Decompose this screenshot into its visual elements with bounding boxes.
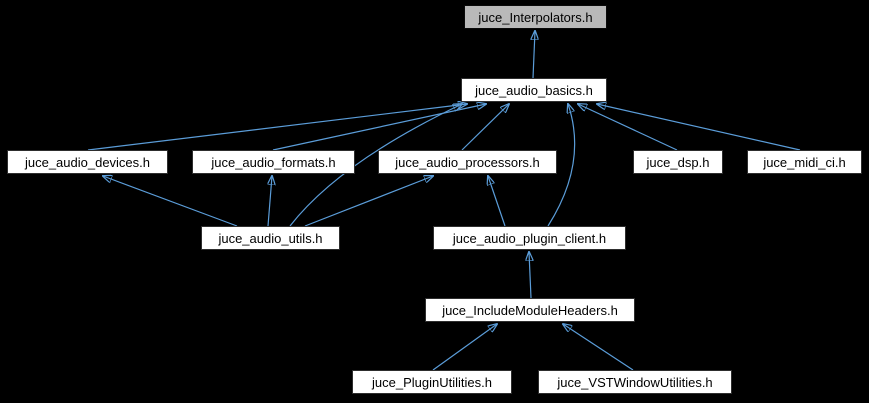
node-juce_PluginUtilities_h[interactable]: juce_PluginUtilities.h [352, 370, 512, 394]
node-juce_Interpolators_h[interactable]: juce_Interpolators.h [464, 5, 607, 29]
node-juce_audio_basics_h[interactable]: juce_audio_basics.h [461, 78, 607, 102]
edge-juce_audio_utils_h-to-juce_audio_formats_h [268, 176, 272, 227]
node-juce_audio_devices_h[interactable]: juce_audio_devices.h [7, 150, 168, 174]
node-juce_dsp_h[interactable]: juce_dsp.h [633, 150, 723, 174]
edge-juce_audio_basics_h-to-juce_Interpolators_h [533, 31, 535, 79]
edge-juce_dsp_h-to-juce_audio_basics_h [578, 104, 678, 151]
edge-juce_audio_plugin_client_h-to-juce_audio_basics_h [547, 104, 576, 227]
edge-juce_PluginUtilities_h-to-juce_IncludeModuleHeaders_h [432, 324, 497, 371]
edge-juce_midi_ci_h-to-juce_audio_basics_h [597, 104, 801, 151]
node-juce_midi_ci_h[interactable]: juce_midi_ci.h [747, 150, 862, 174]
edge-juce_audio_utils_h-to-juce_audio_processors_h [304, 176, 433, 227]
edge-juce_VSTWindowUtilities_h-to-juce_IncludeModuleHeaders_h [563, 324, 634, 371]
node-juce_audio_utils_h[interactable]: juce_audio_utils.h [201, 226, 340, 250]
edge-juce_audio_plugin_client_h-to-juce_audio_processors_h [488, 176, 506, 227]
node-juce_audio_plugin_client_h[interactable]: juce_audio_plugin_client.h [433, 226, 626, 250]
node-juce_VSTWindowUtilities_h[interactable]: juce_VSTWindowUtilities.h [538, 370, 732, 394]
node-juce_IncludeModuleHeaders_h[interactable]: juce_IncludeModuleHeaders.h [425, 298, 635, 322]
node-juce_audio_formats_h[interactable]: juce_audio_formats.h [192, 150, 355, 174]
edge-juce_audio_formats_h-to-juce_audio_basics_h [272, 104, 486, 151]
node-juce_audio_processors_h[interactable]: juce_audio_processors.h [378, 150, 557, 174]
edge-juce_audio_processors_h-to-juce_audio_basics_h [461, 104, 509, 151]
edge-juce_IncludeModuleHeaders_h-to-juce_audio_plugin_client_h [529, 252, 531, 299]
edge-juce_audio_utils_h-to-juce_audio_basics_h [289, 104, 462, 227]
edge-juce_audio_devices_h-to-juce_audio_basics_h [87, 104, 467, 151]
edge-juce_audio_utils_h-to-juce_audio_devices_h [103, 176, 238, 227]
